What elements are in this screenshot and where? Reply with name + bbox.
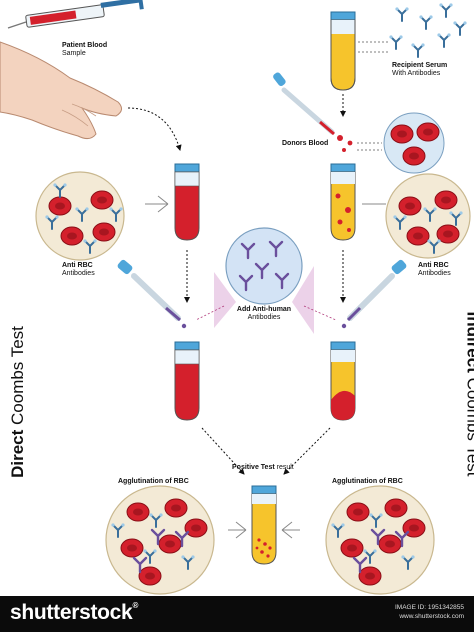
patient-blood-title: Patient Blood bbox=[62, 42, 108, 49]
add-antihuman-title: Add Anti-human bbox=[236, 306, 292, 313]
direct-tube-patient-blood bbox=[174, 163, 200, 241]
donors-blood-label: Donors Blood bbox=[282, 140, 328, 148]
indirect-tube-incubation bbox=[330, 163, 356, 241]
image-id-value: 1951342855 bbox=[427, 604, 464, 611]
direct-title-rest: Coombs Test bbox=[7, 326, 27, 425]
positive-test-label: Positive Test result bbox=[232, 464, 294, 472]
patient-hand-illustration bbox=[0, 41, 122, 140]
donor-rbc-circle bbox=[383, 112, 445, 174]
add-antihuman-label: Add Anti-human Antibodies bbox=[226, 306, 302, 323]
patient-blood-label: Patient Blood Sample bbox=[62, 42, 107, 59]
agglutination-left-label: Agglutination of RBC bbox=[118, 478, 189, 486]
anti-rbc-right-title: Anti RBC bbox=[418, 262, 449, 269]
positive-test-bold: Positive Test bbox=[232, 464, 275, 471]
recipient-serum-title: Recipient Serum bbox=[392, 62, 448, 69]
direct-title-bold: Direct bbox=[7, 429, 27, 478]
anti-rbc-right-subtitle: Antibodies bbox=[418, 270, 451, 278]
positive-result-tube bbox=[251, 485, 277, 565]
serum-antibodies-cluster bbox=[388, 2, 468, 58]
indirect-tube-with-antihuman bbox=[330, 341, 356, 421]
indirect-coombs-title: Indirect Coombs Test bbox=[463, 311, 474, 476]
direct-anti-rbc-circle bbox=[35, 171, 125, 261]
donor-blood-drops bbox=[337, 135, 353, 152]
indirect-anti-rbc-circle bbox=[385, 173, 471, 259]
donor-pipette bbox=[273, 72, 335, 136]
image-id-label: IMAGE ID: bbox=[394, 604, 427, 611]
website-text: www.shutterstock.com bbox=[399, 613, 464, 621]
anti-rbc-right-label: Anti RBC Antibodies bbox=[418, 262, 451, 279]
agglutination-circle-left bbox=[105, 485, 215, 595]
footer-meta: IMAGE ID: 1951342855 www.shutterstock.co… bbox=[395, 603, 464, 622]
indirect-title-rest: Coombs Test bbox=[463, 377, 474, 477]
agglutination-left-title: Agglutination of RBC bbox=[118, 478, 189, 485]
direct-antihuman-pipette bbox=[117, 259, 187, 329]
shutterstock-footer: shutterstock® IMAGE ID: 1951342855 www.s… bbox=[0, 596, 474, 632]
recipient-serum-tube bbox=[330, 11, 356, 91]
antihuman-antibodies-circle bbox=[225, 227, 303, 305]
brand-text: shutterstock bbox=[10, 601, 133, 624]
indirect-title-bold: Indirect bbox=[463, 311, 474, 373]
anti-rbc-left-subtitle: Antibodies bbox=[62, 270, 95, 278]
shutterstock-logo: shutterstock® bbox=[10, 601, 139, 624]
positive-test-rest: result bbox=[276, 464, 294, 471]
recipient-serum-label: Recipient Serum With Antibodies bbox=[392, 62, 447, 79]
syringe-icon bbox=[7, 0, 144, 29]
recipient-serum-subtitle: With Antibodies bbox=[392, 70, 441, 78]
agglutination-right-label: Agglutination of RBC bbox=[332, 478, 403, 486]
diagram-artwork bbox=[0, 0, 471, 595]
anti-rbc-left-title: Anti RBC bbox=[62, 262, 93, 269]
agglutination-right-title: Agglutination of RBC bbox=[332, 478, 403, 485]
add-antihuman-subtitle: Antibodies bbox=[247, 314, 281, 322]
direct-coombs-title: Direct Coombs Test bbox=[8, 326, 28, 478]
patient-blood-subtitle: Sample bbox=[62, 50, 86, 58]
anti-rbc-left-label: Anti RBC Antibodies bbox=[62, 262, 95, 279]
direct-tube-with-antihuman bbox=[174, 341, 200, 421]
donors-blood-title: Donors Blood bbox=[282, 140, 329, 147]
indirect-antihuman-pipette bbox=[341, 259, 407, 329]
hand-to-tube-arrow bbox=[127, 107, 182, 151]
agglutination-circle-right bbox=[325, 485, 435, 595]
